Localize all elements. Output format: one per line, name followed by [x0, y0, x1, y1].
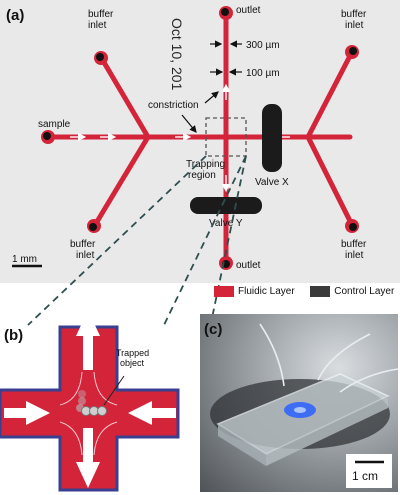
label-trapped-object-2: object	[120, 358, 145, 368]
panel-c-device-photo	[200, 314, 398, 492]
panel-a-tag: (a)	[6, 7, 24, 24]
constriction-pointer-2	[181, 114, 197, 133]
arrow-down-icon	[76, 428, 100, 488]
channel-right-upper	[305, 49, 355, 140]
label-buffer-inlet-tl-1: buffer	[88, 9, 114, 20]
streamline-3	[59, 421, 83, 456]
streamline-1	[59, 371, 83, 406]
bead	[78, 390, 86, 398]
buffer-inlet-bl-hole	[89, 223, 97, 231]
streamline-2	[93, 371, 118, 406]
panel-a-device-photo	[0, 0, 400, 283]
label-outlet-bottom: outlet	[236, 260, 261, 271]
streamline-4	[93, 421, 118, 456]
buffer-inlet-tr-hole	[349, 47, 357, 55]
label-constriction: constriction	[148, 100, 199, 111]
label-buffer-inlet-br-2: inlet	[345, 250, 364, 261]
label-trapped-object-1: Trapped	[116, 348, 149, 358]
sample-hole	[43, 132, 51, 140]
blue-glow-core	[294, 407, 306, 413]
label-buffer-inlet-tr: buffer inlet	[341, 9, 367, 31]
dimension-markers	[181, 40, 242, 133]
tube-2	[317, 333, 371, 381]
label-trapping-region-2: region	[188, 170, 216, 181]
buffer-inlet-br-hole	[349, 223, 357, 231]
zoom-line-b-left	[27, 155, 207, 326]
panel-b-tag: (b)	[4, 327, 23, 344]
label-trapped-object: Trapped object	[116, 348, 149, 368]
bead	[78, 397, 86, 405]
chip-front	[266, 396, 388, 466]
photo-illustration	[210, 323, 398, 466]
channel-left-upper	[99, 56, 151, 140]
arrow-right-in-icon	[4, 401, 50, 425]
bead	[97, 406, 107, 416]
fluidic-swatch	[214, 286, 234, 297]
chip-side	[218, 424, 266, 466]
label-buffer-inlet-br-1: buffer	[341, 239, 367, 250]
trapped-pointer	[103, 375, 125, 406]
label-buffer-inlet-bl: buffer inlet	[70, 239, 96, 261]
label-trapping-region: Trapping region	[186, 159, 225, 181]
label-buffer-inlet-bl-1: buffer	[70, 239, 96, 250]
cross-flow-arrows	[4, 310, 176, 488]
label-sample: sample	[38, 119, 71, 130]
layer-legend: Fluidic Layer Control Layer	[214, 286, 394, 297]
buffer-inlet-tl-hole	[96, 53, 104, 61]
panel-b-cross-diagram	[0, 310, 180, 492]
label-outlet-top: outlet	[236, 5, 261, 16]
streamlines	[59, 371, 118, 456]
label-buffer-inlet-tr-2: inlet	[345, 20, 364, 31]
channel-left-lower	[92, 134, 151, 228]
zoom-guide-lines	[27, 155, 247, 326]
label-buffer-inlet-br: buffer inlet	[341, 239, 367, 261]
valve-x	[262, 104, 282, 172]
label-scale-bar-a: 1 mm	[12, 254, 37, 265]
constriction-pointer	[204, 91, 219, 104]
label-buffer-inlet-tl: buffer inlet	[88, 9, 114, 31]
zoom-line-b-right	[163, 155, 247, 326]
label-valve-x: Valve X	[255, 177, 289, 188]
control-layer-label: Control Layer	[334, 286, 395, 298]
label-buffer-inlet-tl-2: inlet	[88, 20, 107, 31]
tube-1	[259, 323, 285, 387]
valve-y	[190, 197, 262, 214]
channel-right-lower	[305, 134, 355, 228]
trapped-object-beads	[76, 390, 107, 416]
label-dim-300: 300 µm	[246, 40, 280, 51]
label-dim-100: 100 µm	[246, 68, 280, 79]
ports	[41, 6, 359, 270]
tube-3	[339, 368, 398, 393]
label-trapping-region-1: Trapping	[186, 159, 225, 170]
arrow-left-in-icon	[128, 401, 176, 425]
outlet-top-hole	[221, 8, 229, 16]
tubing	[259, 323, 398, 393]
arrow-up-icon	[76, 310, 100, 370]
fluidic-layer-label: Fluidic Layer	[238, 286, 295, 298]
trapping-region-box	[205, 117, 247, 157]
date-watermark: Oct 10, 201	[169, 18, 185, 91]
control-swatch	[310, 286, 331, 297]
label-valve-y: Valve Y	[209, 218, 243, 229]
label-buffer-inlet-tr-1: buffer	[341, 9, 367, 20]
label-buffer-inlet-bl-2: inlet	[76, 250, 95, 261]
